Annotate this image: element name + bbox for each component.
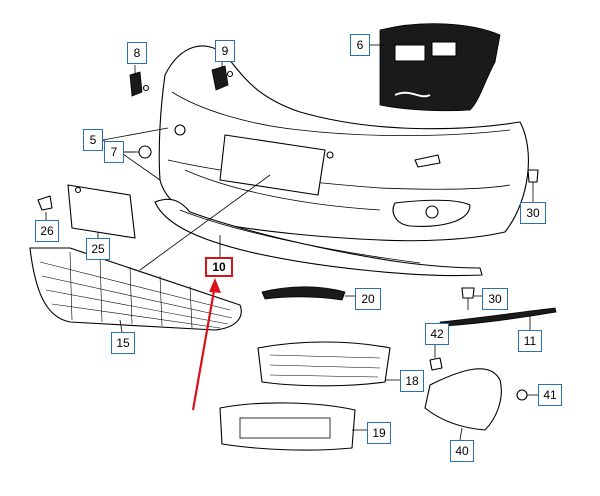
air-guide-40: [424, 368, 502, 431]
callout-40[interactable]: 40: [450, 440, 474, 462]
callout-30-upper[interactable]: 30: [520, 202, 546, 224]
bracket-8: [129, 71, 150, 97]
callout-10[interactable]: 10: [205, 257, 233, 277]
bracket-6: [379, 23, 501, 112]
callout-11[interactable]: 11: [518, 330, 542, 352]
callout-25[interactable]: 25: [86, 238, 110, 260]
grille-15: [29, 247, 242, 331]
leader-lines: [45, 44, 538, 441]
callout-41[interactable]: 41: [538, 384, 562, 406]
callout-20[interactable]: 20: [355, 288, 381, 310]
frame-18: [257, 341, 391, 387]
callout-26[interactable]: 26: [35, 220, 59, 242]
callout-15[interactable]: 15: [111, 332, 135, 354]
strip-20: [261, 286, 346, 301]
screw-30-upper: [527, 169, 539, 198]
callout-7[interactable]: 7: [104, 141, 124, 163]
plate-25: [67, 184, 136, 239]
strip-11: [439, 307, 557, 327]
frame-19: [219, 402, 356, 451]
callout-8[interactable]: 8: [127, 42, 147, 64]
red-arrow-icon: [191, 278, 221, 411]
screw-42: [429, 357, 443, 371]
callout-6[interactable]: 6: [350, 34, 370, 56]
bracket-9: [211, 65, 234, 91]
clip-26: [37, 195, 53, 211]
bumper-cover: [158, 45, 529, 242]
screw-30-lower: [461, 287, 475, 310]
callout-18[interactable]: 18: [400, 370, 424, 392]
callout-9[interactable]: 9: [215, 40, 235, 62]
callout-30-lower[interactable]: 30: [482, 288, 508, 310]
callout-19[interactable]: 19: [367, 422, 391, 444]
callout-5[interactable]: 5: [83, 129, 103, 151]
callout-42[interactable]: 42: [425, 323, 449, 345]
nut-41: [516, 389, 528, 401]
